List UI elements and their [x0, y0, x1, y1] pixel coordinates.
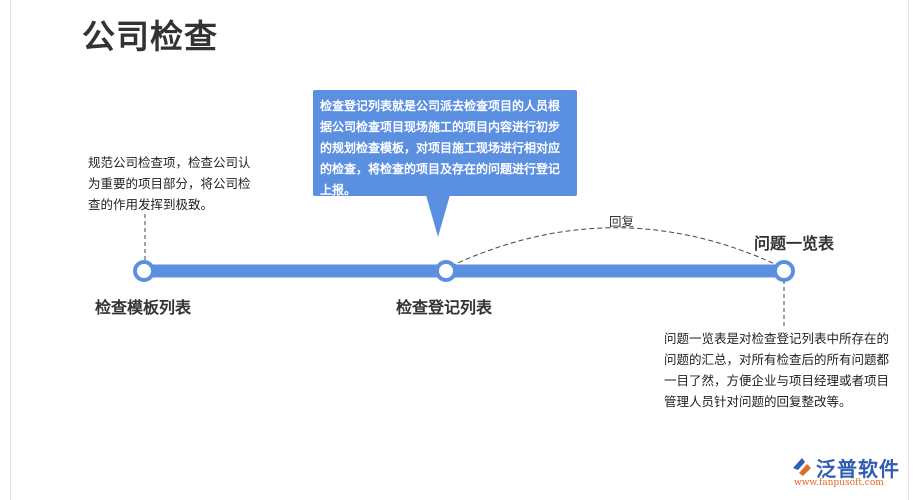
node-issues — [773, 260, 795, 282]
reply-arc — [450, 227, 778, 267]
node-label-register: 检查登记列表 — [396, 298, 493, 317]
note-issues: 问题一览表是对检查登记列表中所存在的问题的汇总，对所有检查后的所有问题都一目了然… — [664, 331, 890, 409]
node-label-issues: 问题一览表 — [754, 234, 835, 253]
node-template — [133, 260, 155, 282]
node-label-template: 检查模板列表 — [95, 298, 192, 317]
node-register — [435, 260, 457, 282]
callout-pointer — [426, 195, 450, 237]
brand-logo: 泛普软件 www.fanpusoft.com — [790, 455, 910, 495]
note-template: 规范公司检查项，检查公司认为重要的项目部分，将公司检查的作用发挥到极致。 — [88, 155, 251, 212]
reply-label: 回复 — [609, 214, 635, 229]
logo-name: 泛普软件 — [816, 457, 900, 481]
logo-mark-icon — [793, 458, 811, 476]
page-title: 公司检查 — [82, 17, 218, 56]
logo-url: www.fanpusoft.com — [794, 478, 884, 488]
page-left-edge — [10, 0, 11, 500]
page-right-edge — [908, 0, 909, 500]
callout-register: 检查登记列表就是公司派去检查项目的人员根据公司检查项目现场施工的项目内容进行初步… — [313, 90, 577, 197]
